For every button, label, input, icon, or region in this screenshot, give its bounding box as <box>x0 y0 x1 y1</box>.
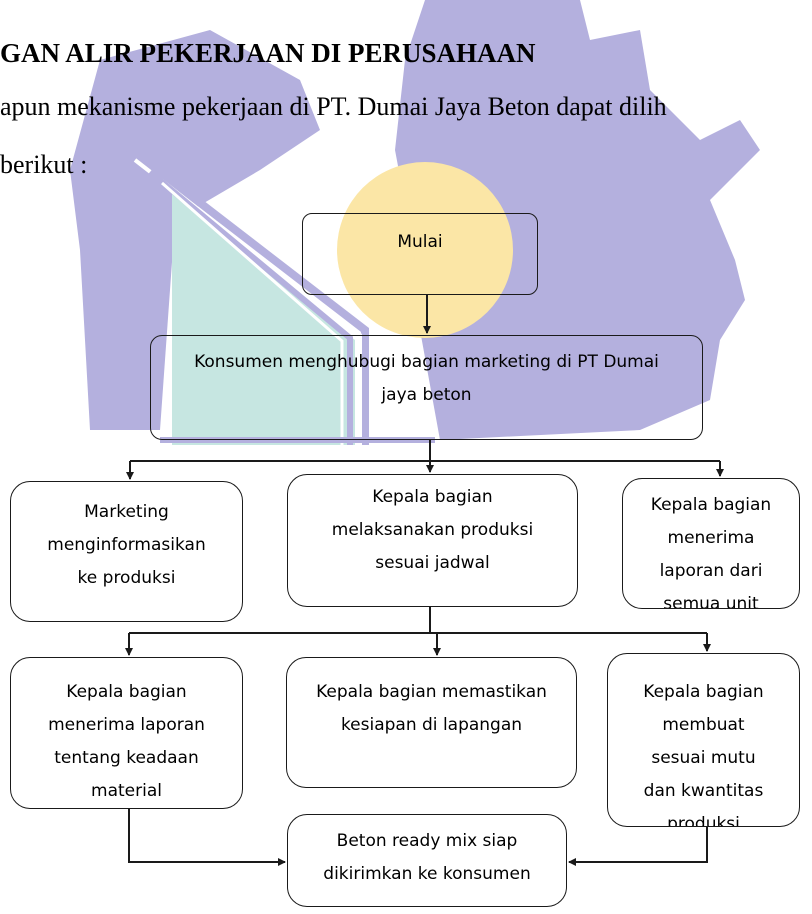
node-label: Kepala bagian melaksanakan produksi sesu… <box>331 487 534 573</box>
flowchart-node-field-readiness: Kepala bagian memastikan kesiapan di lap… <box>286 657 577 788</box>
arrow-material-to-end <box>128 809 286 866</box>
flowchart-node-production: Kepala bagian melaksanakan produksi sesu… <box>287 474 578 607</box>
body-text-line-2: berikut : <box>0 150 88 179</box>
flowchart-node-material: Kepala bagian menerima laporan tentang k… <box>10 657 243 809</box>
flowchart-node-end: Beton ready mix siap dikirimkan ke konsu… <box>287 814 567 907</box>
section-heading: GAN ALIR PEKERJAAN DI PERUSAHAAN <box>0 38 536 68</box>
arrow-quality-to-end <box>568 827 708 866</box>
node-label: Kepala bagian menerima laporan dari semu… <box>650 495 772 609</box>
node-label: Marketing menginformasikan ke produksi <box>47 502 206 588</box>
flowchart-node-start: Mulai <box>302 213 538 295</box>
node-label: Kepala bagian memastikan kesiapan di lap… <box>316 682 547 735</box>
node-label: Konsumen menghubugi bagian marketing di … <box>194 352 659 405</box>
flowchart-node-reports: Kepala bagian menerima laporan dari semu… <box>622 478 800 609</box>
node-label: Beton ready mix siap dikirimkan ke konsu… <box>323 831 531 884</box>
book-stripe <box>161 181 344 445</box>
gear-icon-left <box>70 30 320 430</box>
body-text-line-1: apun mekanisme pekerjaan di PT. Dumai Ja… <box>0 92 667 121</box>
book-stripe <box>148 169 353 445</box>
flowchart-node-customer-contact: Konsumen menghubugi bagian marketing di … <box>150 335 703 440</box>
node-label: Kepala bagian membuat sesuai mutu dan kw… <box>643 682 764 827</box>
node-label: Kepala bagian menerima laporan tentang k… <box>48 682 205 801</box>
flowchart-node-marketing: Marketing menginformasikan ke produksi <box>10 481 243 622</box>
gear-icon <box>395 0 760 440</box>
book-stripe <box>122 141 369 445</box>
flowchart-node-quality: Kepala bagian membuat sesuai mutu dan kw… <box>607 653 800 827</box>
book-page-icon <box>172 190 355 445</box>
node-label: Mulai <box>397 232 443 252</box>
